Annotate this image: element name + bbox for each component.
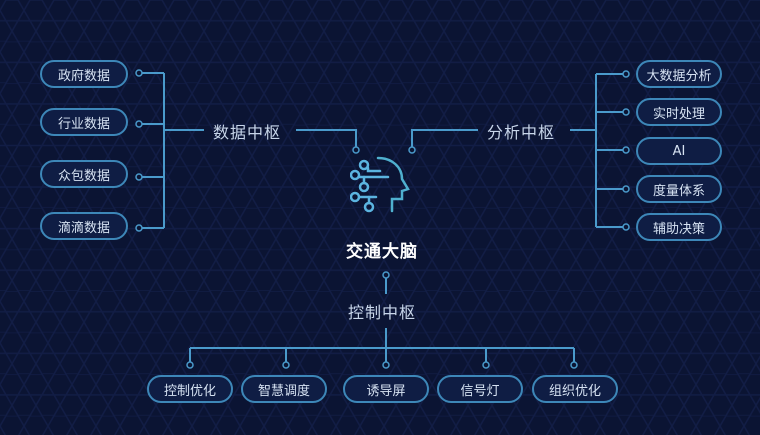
control-item-pill: 信号灯 xyxy=(437,375,523,403)
data-source-pill: 行业数据 xyxy=(40,108,128,136)
analysis-item-pill: 度量体系 xyxy=(636,175,722,203)
control-item-pill: 诱导屏 xyxy=(343,375,429,403)
analysis-item-pill: 实时处理 xyxy=(636,98,722,126)
analysis-item-pill: AI xyxy=(636,137,722,165)
hub-data-label: 数据中枢 xyxy=(213,123,282,142)
data-source-pill: 众包数据 xyxy=(40,160,128,188)
analysis-item-pill: 辅助决策 xyxy=(636,213,722,241)
control-item-pill: 智慧调度 xyxy=(241,375,327,403)
data-source-pill: 滴滴数据 xyxy=(40,212,128,240)
control-item-pill: 组织优化 xyxy=(532,375,618,403)
center-title: 交通大脑 xyxy=(346,242,418,262)
hub-analysis-label: 分析中枢 xyxy=(487,123,556,142)
brain-circuit-head-icon xyxy=(350,156,410,213)
hub-control-label: 控制中枢 xyxy=(348,303,417,322)
data-source-pill: 政府数据 xyxy=(40,60,128,88)
control-item-pill: 控制优化 xyxy=(147,375,233,403)
analysis-item-pill: 大数据分析 xyxy=(636,60,722,88)
